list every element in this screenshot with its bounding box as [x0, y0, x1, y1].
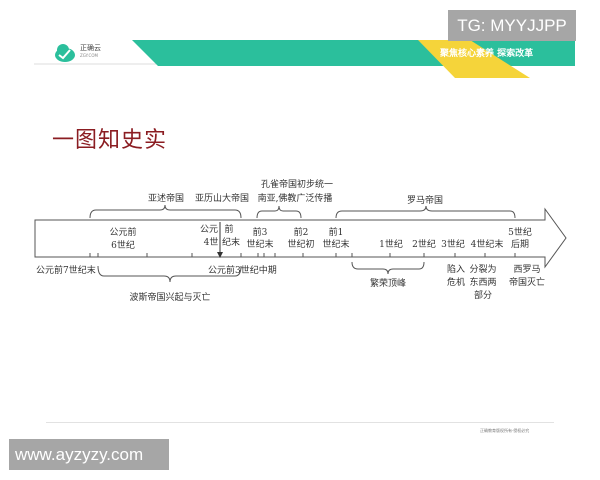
label-c5-1: 5世纪 — [508, 226, 532, 238]
label-bc4a-1: 公元 — [200, 224, 218, 235]
label-bc6-1: 公元前 — [109, 226, 136, 238]
label-bc2-1: 前2 — [294, 226, 309, 238]
label-maurya-2: 南亚,佛教广泛传播 — [258, 192, 333, 204]
label-bc1-1: 前1 — [329, 226, 344, 238]
label-split-1: 分裂为 — [469, 263, 496, 275]
cloud-check-icon — [55, 44, 75, 62]
timeline-ticks — [89, 253, 516, 257]
label-bc3-2: 世纪末 — [246, 238, 273, 250]
label-assyria: 亚述帝国 — [148, 192, 184, 204]
footer-divider — [46, 422, 554, 423]
label-bc4b-2: 纪末 — [222, 236, 240, 248]
label-split-2: 东西两 — [469, 276, 496, 288]
label-bc6-2: 6世纪 — [111, 239, 135, 251]
label-persia: 波斯帝国兴起与灭亡 — [129, 291, 210, 303]
label-bc4a-2: 4世 — [204, 236, 219, 248]
page-title: 一图知史实 — [52, 128, 168, 153]
label-c4: 4世纪末 — [471, 238, 504, 250]
label-maurya-1: 孔雀帝国初步统一 — [261, 178, 333, 190]
label-bc7: 公元前7世纪末 — [36, 264, 96, 276]
timeline-arrow — [34, 207, 567, 269]
brace-rome — [335, 205, 516, 219]
label-crisis-2: 危机 — [447, 276, 465, 288]
slogan: 聚焦核心素养 探索改革 — [440, 49, 534, 59]
brace-persia — [97, 265, 242, 283]
label-c5-2: 后期 — [511, 239, 529, 250]
label-peak: 繁荣顶峰 — [370, 277, 406, 289]
brace-peak — [351, 261, 425, 275]
label-c3: 3世纪 — [441, 238, 465, 250]
watermark-top: TG: MYYJJPP — [448, 10, 576, 41]
logo-text: 正确云 — [80, 44, 101, 52]
label-c1: 1世纪 — [379, 238, 403, 250]
label-bc2-2: 世纪初 — [287, 238, 314, 250]
label-bc4b-1: 前 — [224, 223, 233, 235]
label-alexander: 亚历山大帝国 — [195, 192, 249, 204]
label-split-3: 部分 — [474, 289, 492, 301]
label-bc1-2: 世纪末 — [322, 238, 349, 250]
watermark-bottom: www.ayzyzy.com — [9, 439, 169, 470]
label-bc3mid: 公元前3世纪中期 — [208, 264, 277, 276]
label-c2: 2世纪 — [412, 238, 436, 250]
logo-subtext: ZGY.COM — [80, 53, 98, 58]
brace-assyria — [89, 204, 242, 219]
label-rome: 罗马帝国 — [407, 194, 443, 206]
label-bc3-1: 前3 — [253, 226, 268, 238]
label-crisis-1: 陷入 — [447, 263, 465, 275]
header-banner — [34, 40, 575, 78]
label-fall-2: 帝国灭亡 — [509, 276, 545, 288]
label-fall-1: 西罗马 — [513, 264, 540, 275]
footer-text: 正确教育版权所有·侵权必究 — [480, 428, 530, 433]
brace-maurya — [256, 205, 302, 219]
